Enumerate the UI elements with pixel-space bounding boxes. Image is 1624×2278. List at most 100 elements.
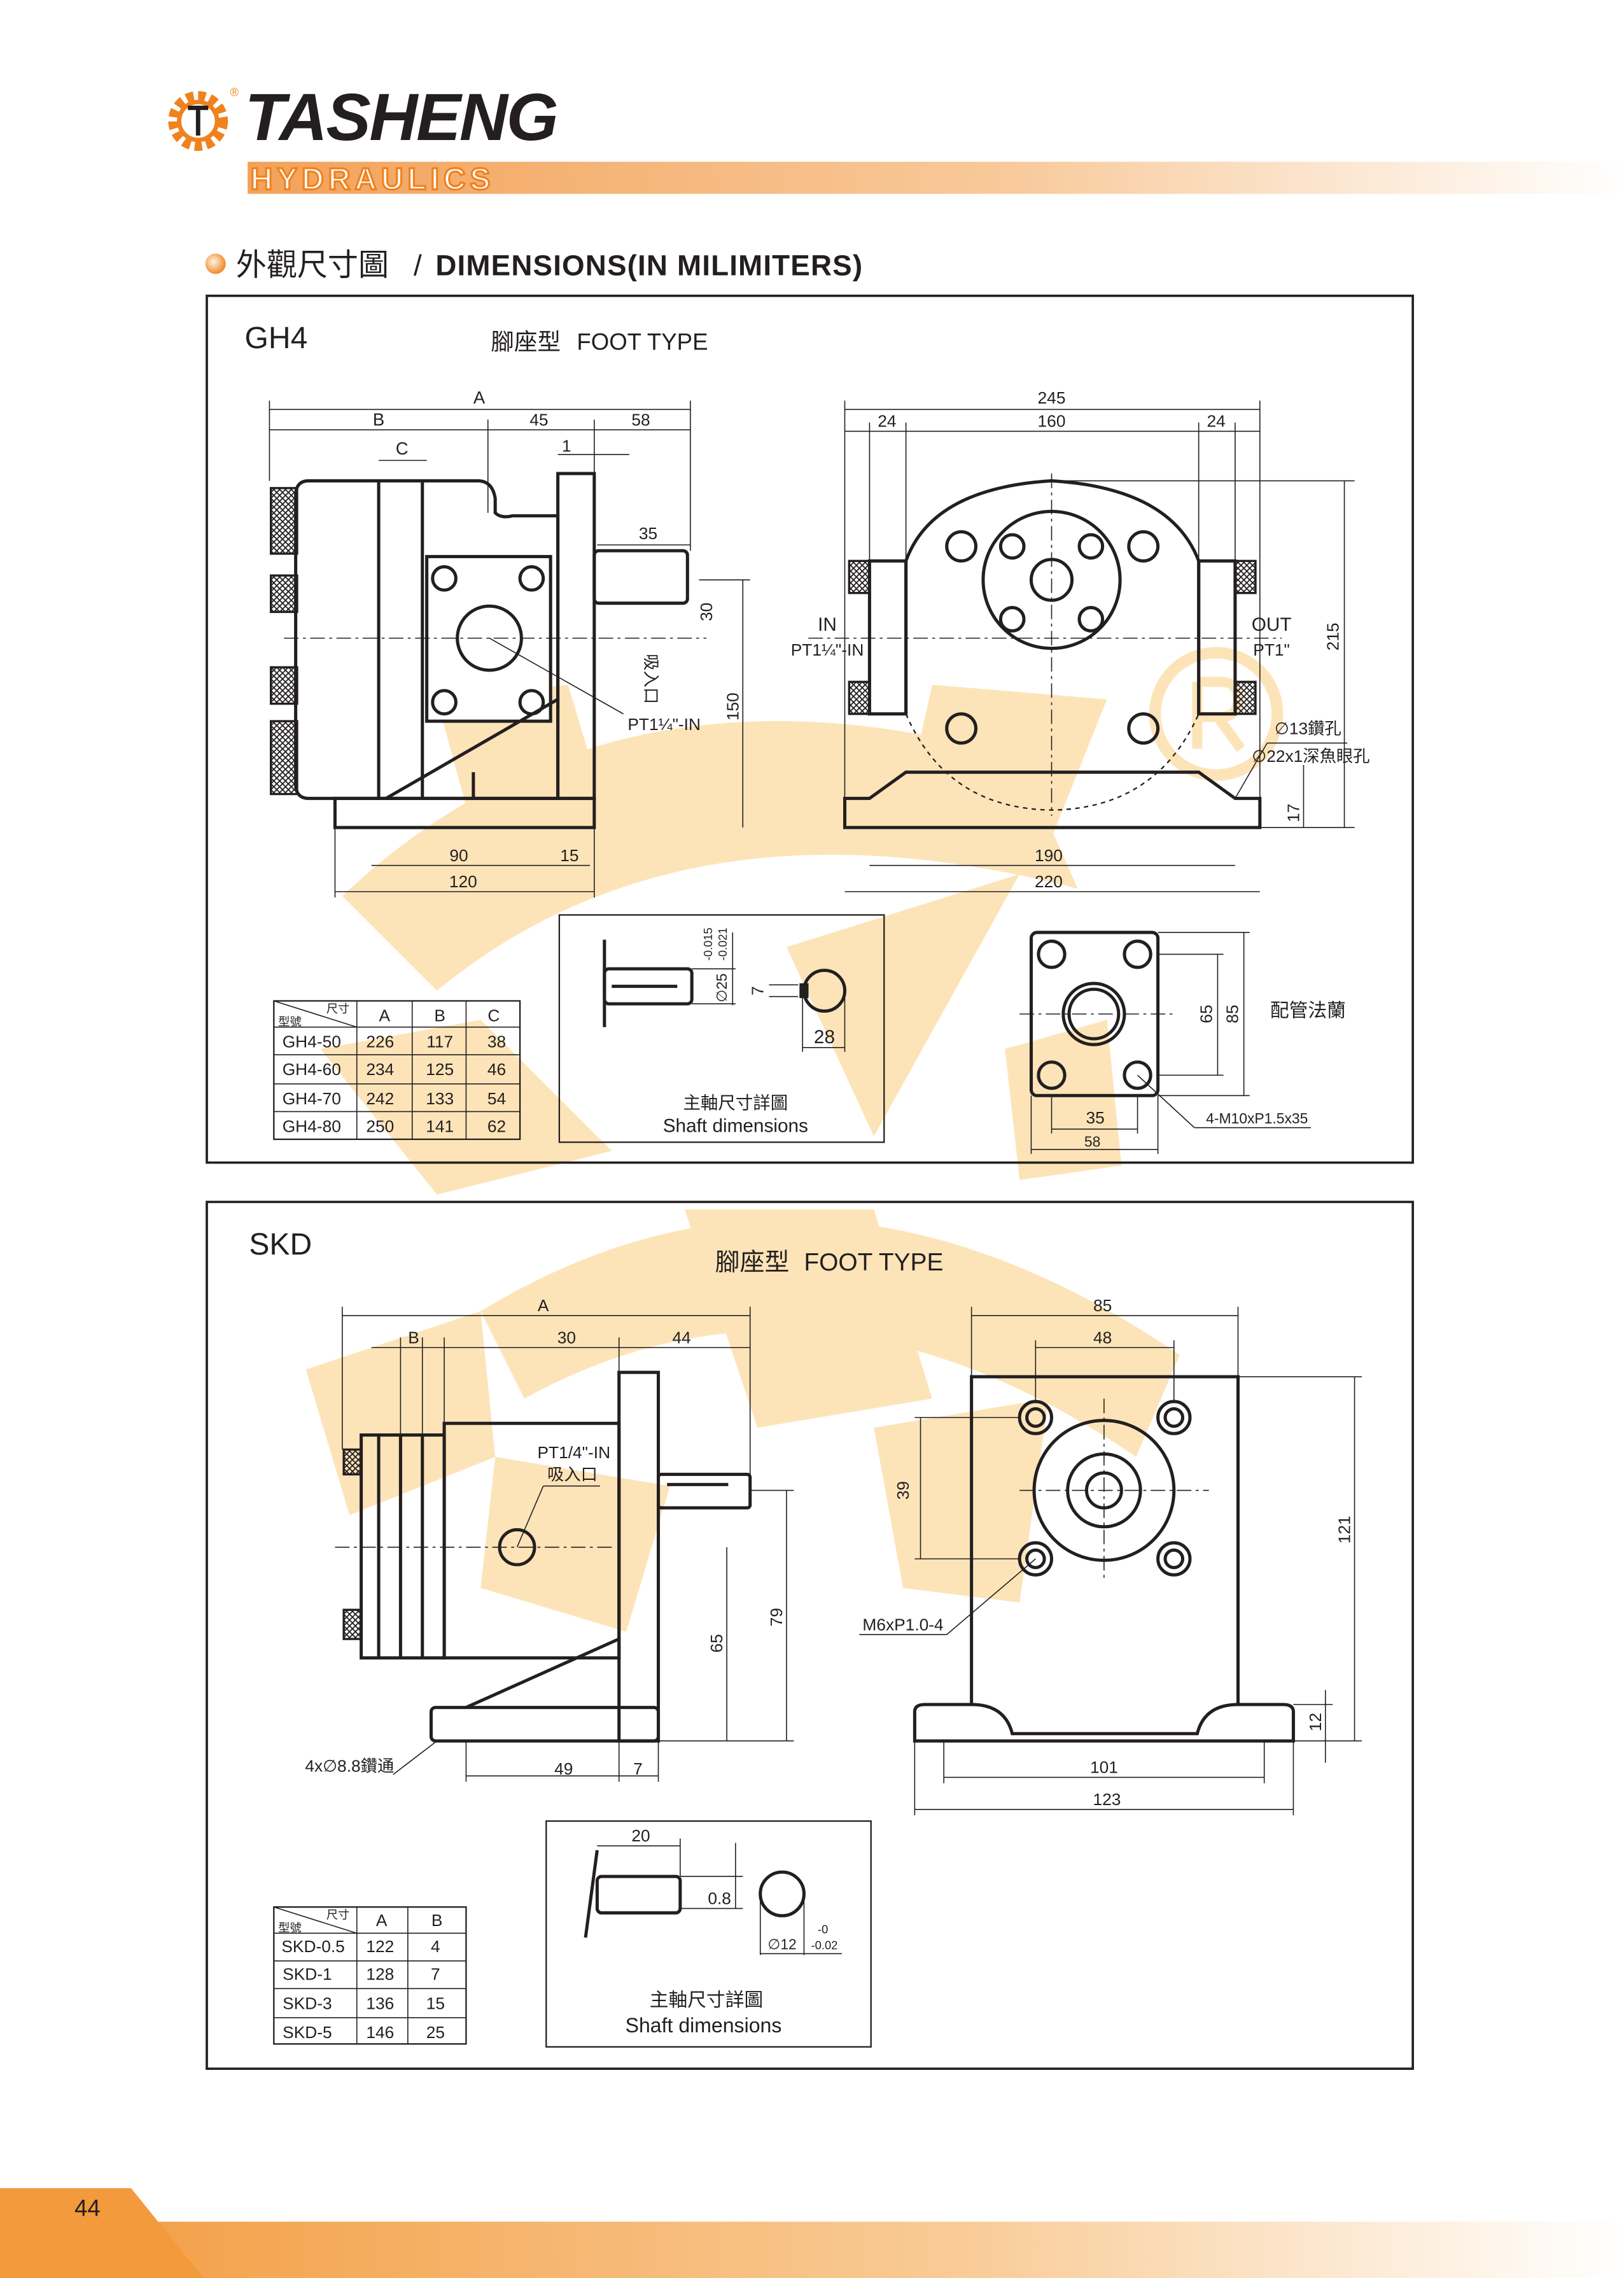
table-corner-size: 尺寸 [326, 1908, 350, 1921]
cell-B: 117 [426, 1032, 453, 1051]
flange-dim-58: 58 [1084, 1133, 1100, 1150]
table-header-B: B [434, 1006, 445, 1025]
dim-39: 39 [893, 1481, 913, 1500]
dim-12: 12 [1306, 1713, 1325, 1731]
cell-B: 4 [431, 1937, 440, 1956]
dim-120: 120 [449, 872, 477, 891]
cell-B: 125 [426, 1060, 454, 1079]
dim-30: 30 [697, 603, 716, 621]
dim-123: 123 [1093, 1790, 1121, 1809]
section-title: 外觀尺寸圖 / DIMENSIONS(IN MILIMITERS) [205, 248, 862, 283]
flange-dim-35: 35 [1086, 1108, 1105, 1127]
dim-215: 215 [1323, 622, 1342, 650]
gh4-size-table: 尺寸 型號 A B C GH4-50 226 117 38 GH4-60 234… [273, 1000, 521, 1141]
dim-A: A [473, 388, 486, 407]
gh4-type-zh: 腳座型 [491, 328, 561, 355]
dim-1: 1 [562, 437, 571, 456]
table-corner-model: 型號 [278, 1015, 302, 1028]
dim-90: 90 [449, 846, 468, 865]
mount-hole-spec: 4x∅8.8鑽通 [305, 1756, 394, 1775]
shaft-title-zh: 主軸尺寸詳圖 [683, 1093, 788, 1113]
table-row: SKD-1 128 7 [283, 1965, 440, 1984]
table-row: SKD-0.5 122 4 [281, 1937, 440, 1956]
table-header-A: A [376, 1911, 388, 1930]
counterbore-spec: ∅22x1深魚眼孔 [1252, 747, 1369, 766]
cell-B: 25 [426, 2023, 445, 2042]
shaft-title-zh: 主軸尺寸詳圖 [650, 1990, 764, 2011]
gh4-type-en: FOOT TYPE [577, 328, 708, 355]
dim-A: A [538, 1296, 549, 1315]
dim-65: 65 [707, 1634, 726, 1652]
dim-121: 121 [1335, 1515, 1354, 1543]
suction-port-label: 吸入口 [547, 1465, 598, 1484]
cell-C: 62 [487, 1117, 506, 1136]
shaft-tol-upper: -0.015 [701, 927, 715, 960]
dim-49: 49 [554, 1759, 573, 1778]
dim-24-left: 24 [878, 412, 896, 431]
dim-35: 35 [639, 524, 657, 543]
brand-subtitle: HYDRAULICS [251, 162, 495, 197]
flange-dim-85: 85 [1222, 1004, 1242, 1023]
gh4-side-view: A B C 45 58 1 35 30 150 吸入口 PT1¼"-IN 90 … [269, 388, 750, 898]
cell-model: SKD-5 [283, 2023, 332, 2042]
brand-name: TASHENG [245, 80, 557, 155]
dim-220: 220 [1035, 872, 1063, 891]
table-row: GH4-50 226 117 38 [283, 1032, 506, 1051]
dim-48: 48 [1093, 1328, 1112, 1347]
cell-C: 38 [487, 1032, 506, 1051]
screw-spec: M6xP1.0-4 [862, 1615, 943, 1634]
page-number: 44 [74, 2195, 101, 2221]
table-corner-model: 型號 [278, 1921, 302, 1934]
table-row: GH4-80 250 141 62 [283, 1117, 506, 1136]
dim-79: 79 [767, 1608, 786, 1626]
flange-dim-65: 65 [1196, 1004, 1215, 1023]
outlet-label: OUT [1252, 614, 1292, 635]
logo-t-glyph [188, 106, 209, 136]
gh4-panel: GH4 腳座型 FOOT TYPE [206, 294, 1414, 1164]
table-header-C: C [487, 1006, 500, 1025]
dim-24-right: 24 [1207, 412, 1225, 431]
shaft-length: 20 [631, 1826, 650, 1845]
suction-port-size: PT1¼"-IN [627, 715, 701, 734]
cell-B: 141 [426, 1117, 454, 1136]
table-row: GH4-70 242 133 54 [283, 1089, 506, 1108]
outlet-port-size: PT1" [1253, 640, 1290, 659]
dim-B: B [408, 1328, 419, 1347]
page-footer: 44 [0, 2188, 1624, 2278]
shaft-diameter: ∅25 [713, 973, 730, 1002]
dim-15: 15 [560, 846, 578, 865]
cell-A: 136 [366, 1993, 394, 2013]
cell-B: 15 [426, 1993, 445, 2013]
brand-logo: ® TASHENG HYDRAULICS [168, 80, 1624, 197]
inlet-port-size: PT1¼"-IN [791, 640, 864, 659]
cell-model: GH4-50 [283, 1032, 341, 1051]
shaft-title-en: Shaft dimensions [626, 2014, 782, 2037]
shaft-flat-depth: 0.8 [708, 1889, 731, 1908]
cell-A: 242 [366, 1089, 394, 1108]
cell-model: GH4-70 [283, 1089, 341, 1108]
cell-model: SKD-0.5 [281, 1937, 344, 1956]
cell-model: GH4-80 [283, 1117, 341, 1136]
title-sep: / [414, 250, 422, 282]
cell-A: 122 [366, 1937, 394, 1956]
shaft-tol-upper: -0 [818, 1922, 828, 1936]
cell-model: SKD-3 [283, 1993, 332, 2013]
watermark-logo [305, 647, 1284, 1632]
dim-C: C [396, 439, 409, 458]
cell-A: 250 [366, 1117, 394, 1136]
registered-mark: ® [230, 85, 239, 99]
cell-B: 7 [431, 1965, 440, 1984]
inlet-label: IN [818, 614, 837, 635]
dim-44: 44 [673, 1328, 691, 1347]
gh4-front-view: 245 24 160 24 IN PT1¼"-IN OUT PT1" 215 ∅… [791, 388, 1370, 892]
title-zh: 外觀尺寸圖 [236, 248, 389, 283]
cell-C: 54 [487, 1089, 506, 1108]
cell-model: GH4-60 [283, 1060, 341, 1079]
dim-30: 30 [557, 1328, 576, 1347]
cell-A: 128 [366, 1965, 394, 1984]
cell-A: 226 [366, 1032, 394, 1051]
table-row: GH4-60 234 125 46 [283, 1060, 506, 1079]
dim-85: 85 [1093, 1296, 1112, 1315]
gh4-shaft-detail: ∅25 -0.015 -0.021 7 28 主軸尺寸詳圖 Shaft dime… [558, 914, 885, 1143]
